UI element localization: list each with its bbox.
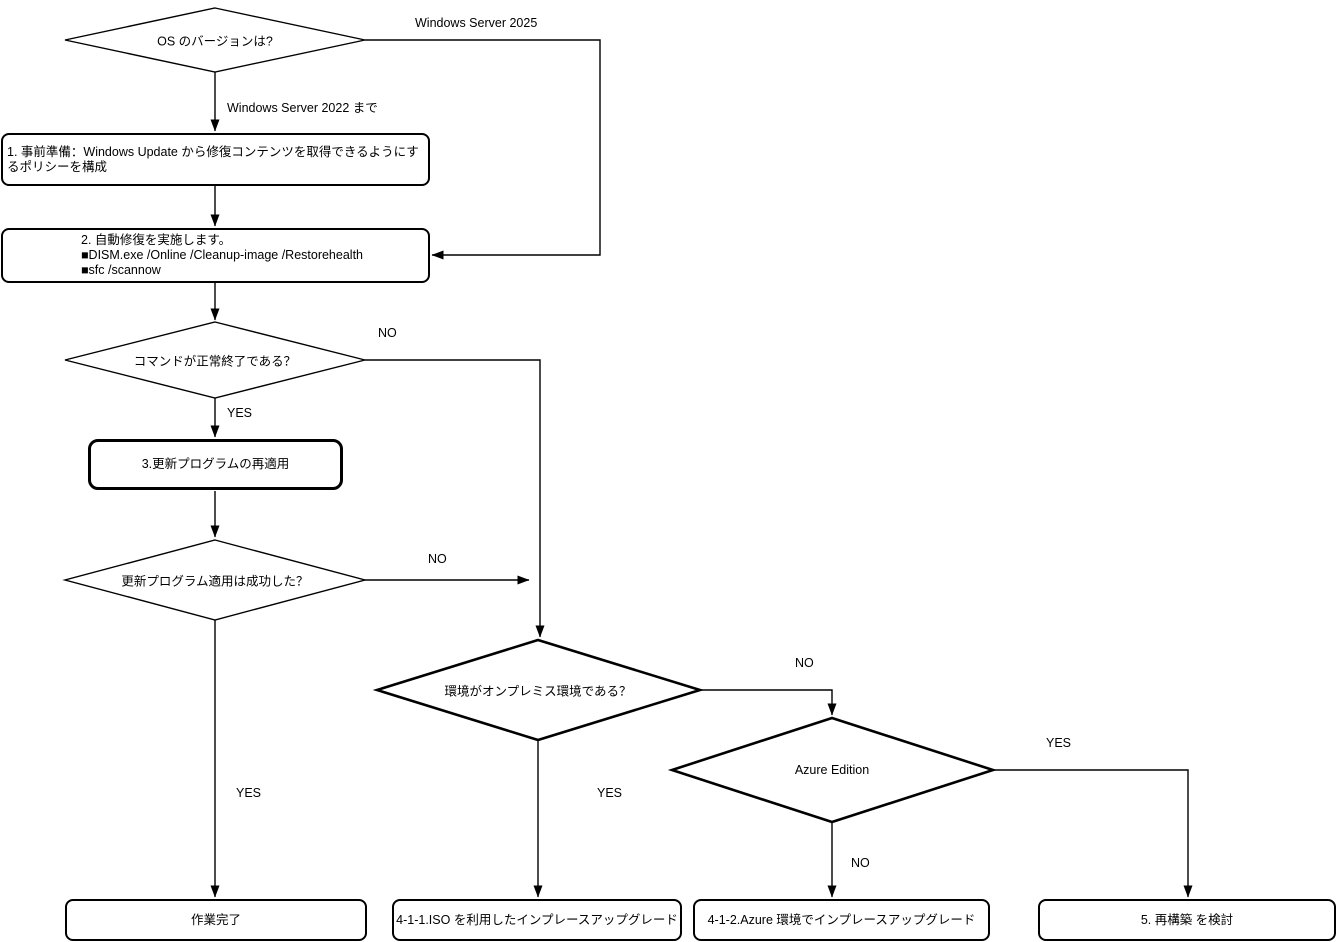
edge-label-windows-server-2022: Windows Server 2022 まで xyxy=(227,101,378,115)
decision-azure-edition-label: Azure Edition xyxy=(794,763,870,777)
node-azure-inplace-upgrade: 4-1-2.Azure 環境でインプレースアップグレード xyxy=(693,899,990,941)
decision-command-success-label: コマンドが正常終了である？ xyxy=(133,354,297,369)
node-step1-prepare-label: 1. 事前準備：Windows Update から修復コンテンツを取得できるよう… xyxy=(7,144,419,174)
edge-label-cmd-yes: YES xyxy=(227,406,253,420)
node-step2-auto-repair: 2. 自動修復を実施します。 ■DISM.exe /Online /Cleanu… xyxy=(1,228,430,283)
edge-label-update-yes: YES xyxy=(236,786,262,800)
node-step3-reapply: 3.更新プログラムの再適用 xyxy=(88,439,343,490)
node-iso-upgrade-label: 4-1-1.ISO を利用したインプレースアップグレード xyxy=(396,912,678,927)
edge-os-to-step2 xyxy=(365,39,601,260)
decision-os-version-shape xyxy=(64,7,366,73)
decision-update-success-shape xyxy=(62,539,368,621)
edge-label-onprem-yes: YES xyxy=(597,786,623,800)
decision-command-success-shape xyxy=(64,321,366,399)
edge-onprem-no-to-azure-decision xyxy=(700,689,837,716)
edge-azure-yes-to-rebuild xyxy=(993,769,1193,898)
node-step2-line2: ■DISM.exe /Online /Cleanup-image /Restor… xyxy=(81,248,363,262)
decision-onprem-shape xyxy=(372,638,705,742)
node-rebuild-label: 5. 再構築 を検討 xyxy=(1140,912,1234,927)
node-azure-upgrade-label: 4-1-2.Azure 環境でインプレースアップグレード xyxy=(707,912,976,927)
node-rebuild-consider: 5. 再構築 を検討 xyxy=(1038,899,1336,941)
decision-azure-edition-shape xyxy=(667,716,998,824)
edge-label-onprem-no: NO xyxy=(795,656,814,670)
edge-label-azure-yes: YES xyxy=(1046,736,1072,750)
edge-label-azure-no: NO xyxy=(851,856,870,870)
node-step1-prepare: 1. 事前準備：Windows Update から修復コンテンツを取得できるよう… xyxy=(1,133,430,186)
edge-cmd-no-to-onprem-decision xyxy=(365,359,545,638)
decision-onprem-label: 環境がオンプレミス環境である？ xyxy=(444,684,632,699)
node-iso-inplace-upgrade: 4-1-1.ISO を利用したインプレースアップグレード xyxy=(392,899,682,941)
decision-os-version-label: OS のバージョンは? xyxy=(157,34,273,49)
node-work-complete-label: 作業完了 xyxy=(190,912,241,927)
node-step3-label: 3.更新プログラムの再適用 xyxy=(141,457,290,471)
node-step2-line3: ■sfc /scannow xyxy=(81,263,161,277)
node-step2-line1: 2. 自動修復を実施します。 xyxy=(81,233,232,247)
node-work-complete: 作業完了 xyxy=(65,899,367,941)
edge-label-update-no: NO xyxy=(428,552,447,566)
edge-label-windows-server-2025: Windows Server 2025 xyxy=(415,16,538,30)
decision-update-success-label: 更新プログラム適用は成功した？ xyxy=(121,574,309,589)
edge-label-cmd-no: NO xyxy=(378,326,397,340)
